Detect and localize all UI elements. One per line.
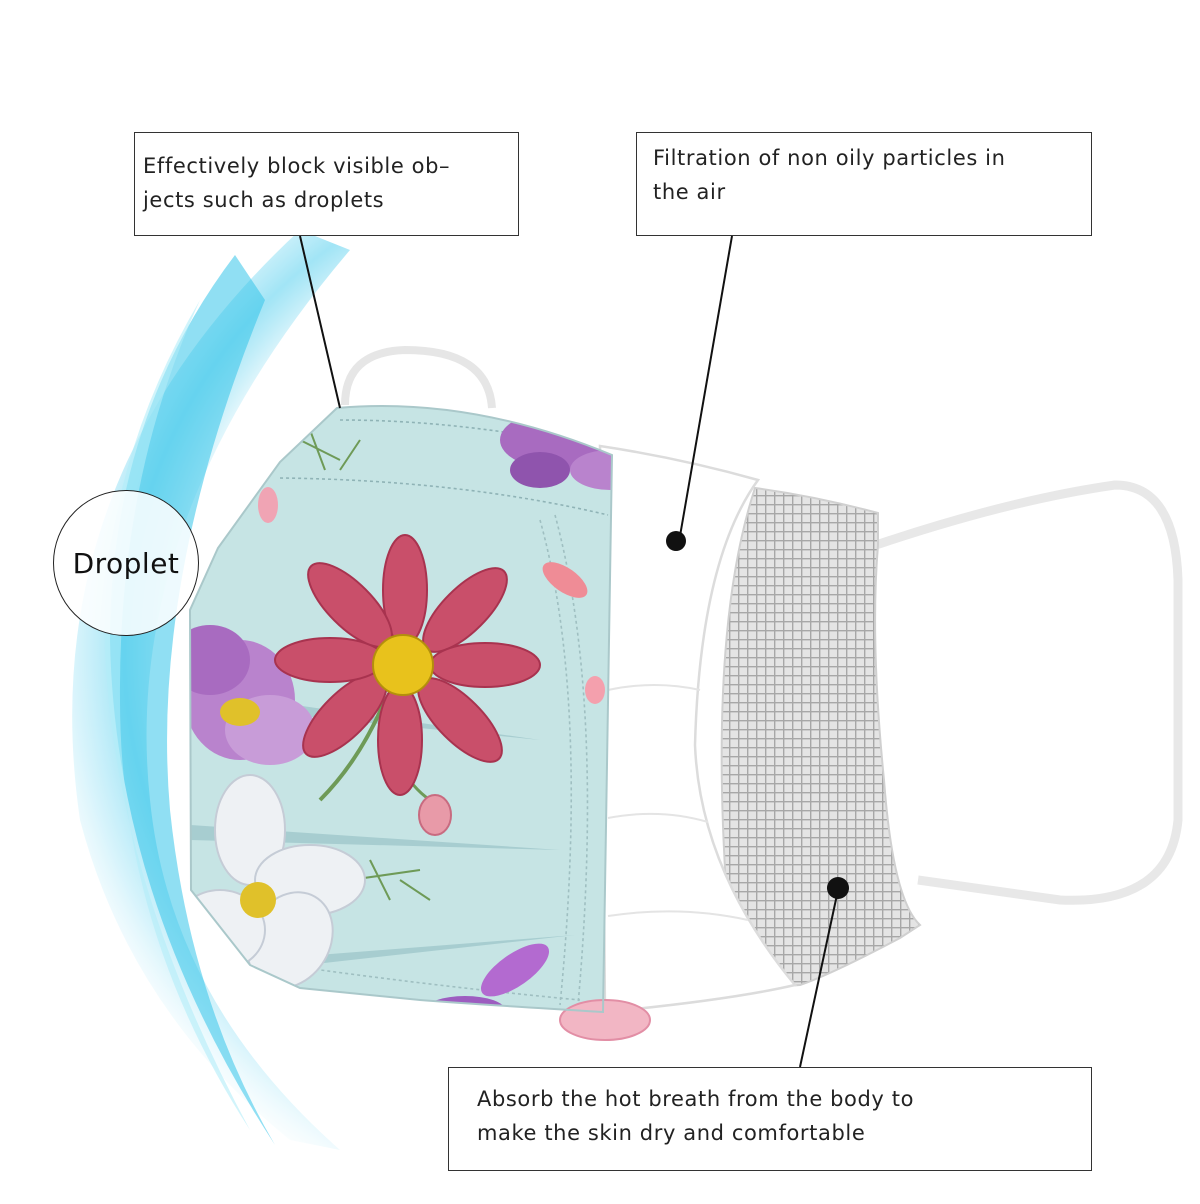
droplet-badge: Droplet (53, 490, 199, 636)
marker-dot-absorb (827, 877, 849, 899)
pink-petal-floating-2 (585, 676, 605, 704)
pink-bud (418, 794, 452, 836)
callout-block-line-2: jects such as droplets (143, 188, 385, 212)
inner-white-layer (598, 444, 798, 1014)
droplet-label: Droplet (72, 546, 180, 580)
marker-dot-filtration (666, 531, 686, 551)
callout-filtration: Filtration of non oily particles in the … (636, 132, 1092, 236)
pink-petal-left (258, 487, 278, 523)
ear-loop-left (341, 345, 496, 409)
callout-filtration-line-2: the air (653, 180, 726, 204)
pink-flower-bottom (559, 999, 651, 1041)
callout-absorb: Absorb the hot breath from the body to m… (448, 1067, 1092, 1171)
callout-block-droplets: Effectively block visible ob– jects such… (134, 132, 519, 236)
leader-line-filtration (679, 235, 733, 537)
shield-glow (110, 255, 275, 1145)
callout-filtration-line-1: Filtration of non oily particles in (653, 146, 1006, 170)
callout-absorb-line-2: make the skin dry and comfortable (477, 1121, 866, 1145)
pink-flower (274, 534, 541, 796)
purple-flower-left (190, 625, 315, 765)
purple-petal (480, 943, 550, 997)
callout-absorb-line-1: Absorb the hot breath from the body to (477, 1087, 915, 1111)
pink-petal-floating (542, 562, 588, 598)
leader-line-block (299, 235, 341, 409)
ear-loop-right (874, 480, 1183, 905)
callout-block-line-1: Effectively block visible ob– (143, 154, 451, 178)
mesh-layer (720, 486, 922, 987)
leader-line-absorb (799, 889, 839, 1068)
floral-outer-layer (190, 405, 612, 1013)
